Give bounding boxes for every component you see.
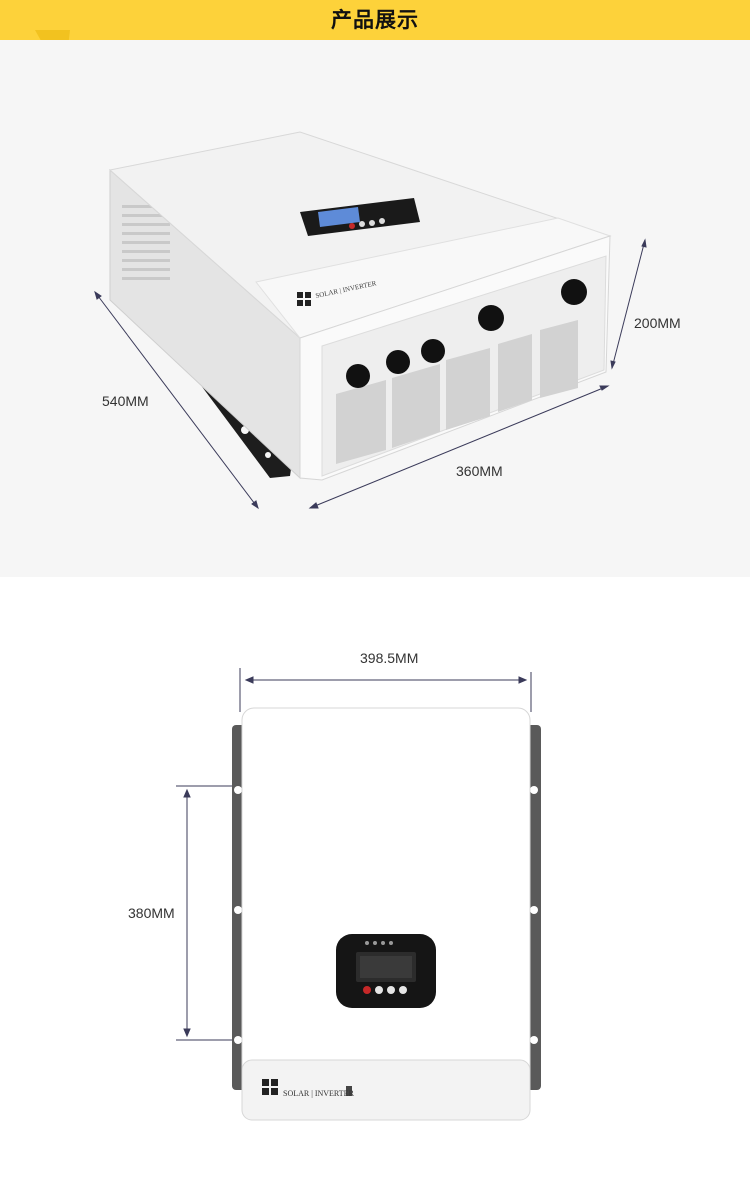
section-title: 产品展示 [331,8,419,32]
title-banner [0,0,750,40]
brand-logo-icon [297,292,311,306]
width-dimension-label: 360MM [456,463,503,479]
lcd-panel-icon [300,198,420,236]
inverter-isometric-image: SOLAR | INVERTER [94,131,647,510]
right-mounting-bracket [527,725,541,1090]
front-brand-logo-icon [262,1079,352,1096]
dimension-lines [94,238,647,510]
mount-height-dimension-label: 380MM [128,905,175,921]
lcd-control-panel-icon [336,934,436,1008]
front-unit-label: SOLAR | INVERTER [283,1089,355,1098]
depth-dimension-label: 540MM [102,393,149,409]
left-mounting-bracket [232,725,246,1090]
front-width-dimension-label: 398.5MM [360,650,419,666]
height-dimension-label: 200MM [634,315,681,331]
front-dimension-lines [176,668,532,1041]
